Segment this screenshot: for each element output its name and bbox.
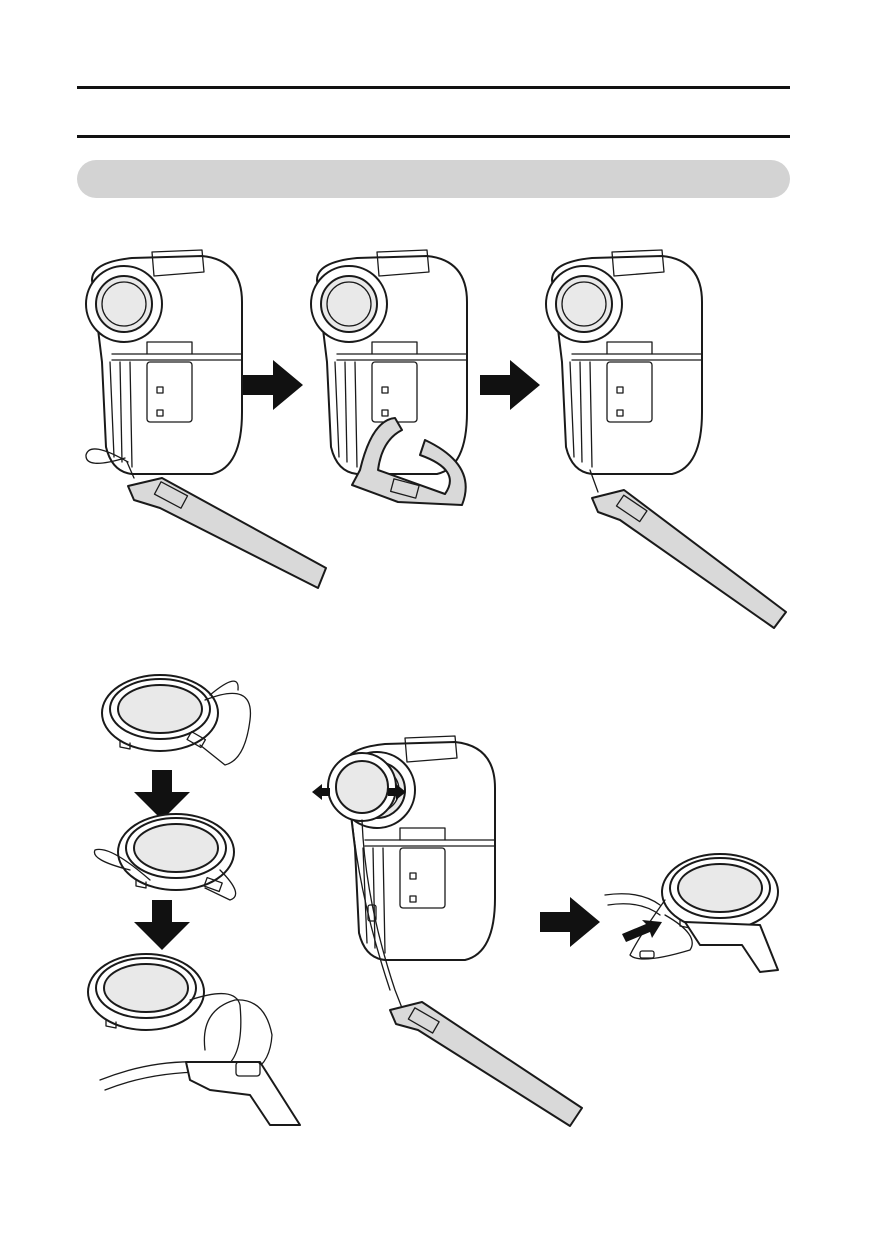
camera-with-strap-attached: [546, 250, 786, 628]
step-arrow-2: [480, 360, 540, 410]
camera-with-loop: [86, 250, 326, 588]
lens-cap-cord: [102, 675, 250, 765]
lens-cap-loop: [94, 814, 235, 900]
lens-cap-on-strap: [88, 954, 300, 1125]
step-arrow-3: [540, 897, 600, 947]
step-arrow-1: [243, 360, 303, 410]
step-arrow-down-1: [134, 770, 190, 820]
camera-strap-threaded: [311, 250, 467, 505]
lens-cap-cord-detail: [605, 854, 778, 972]
step-arrow-down-2: [134, 900, 190, 950]
